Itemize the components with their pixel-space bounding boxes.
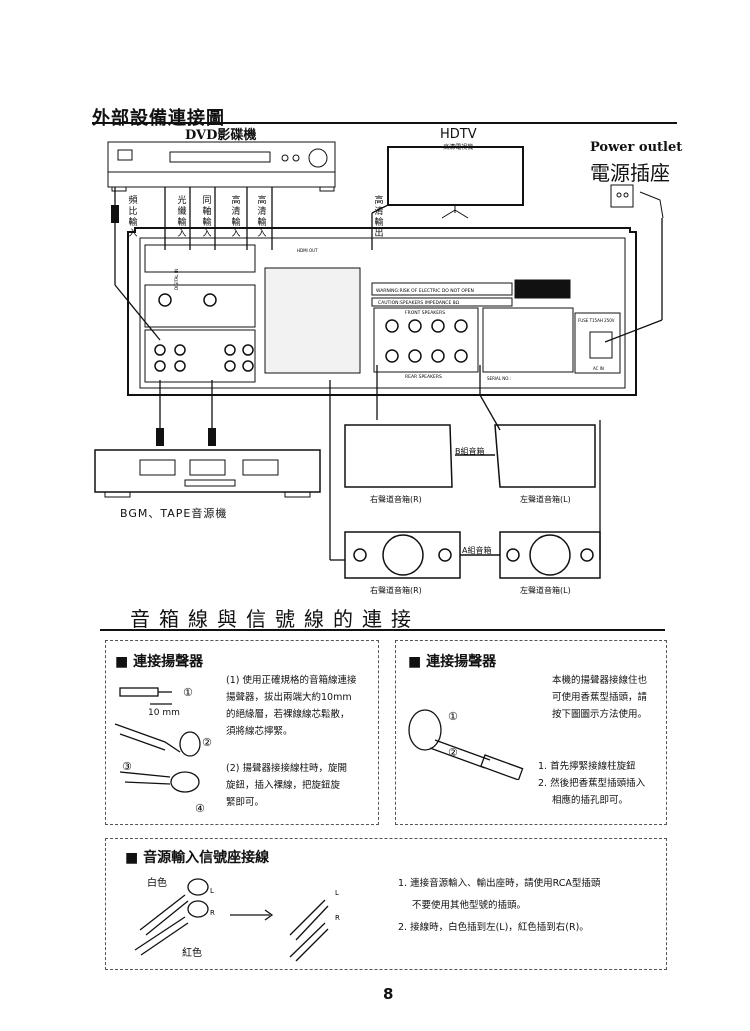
box1-illustration: ① ② ③ ④ (114, 686, 212, 815)
box2-intro-line: 可使用香蕉型插頭，請 (552, 692, 648, 703)
title-rule (92, 122, 677, 124)
page-number: 8 (383, 985, 394, 1003)
box3-step-line: 1. 連接音源輸入、輸出座時，請使用RCA型插頭 (398, 878, 601, 889)
box1-step2-line: (2) 揚聲器接接線柱時，旋開 (226, 763, 347, 774)
banana-plug-box (395, 640, 667, 825)
dvd-player-illustration (107, 141, 336, 192)
panel-serial: SERIAL NO.: (487, 376, 511, 381)
a-group-label: A組音箱 (462, 546, 492, 555)
dvd-label: DVD影碟機 (185, 128, 257, 143)
white-label: 白色 (147, 878, 167, 889)
power-outlet-en: Power outlet (590, 140, 683, 155)
cable-label-4: 高清輸入 (231, 196, 241, 239)
mm-label: 10 mm (148, 708, 180, 718)
box3-heading: ■ 音源輸入信號座接線 (125, 850, 270, 866)
box1-step1-line: 須將線芯擰緊。 (226, 726, 293, 737)
tape-machine-illustration (94, 449, 321, 498)
svg-text:①: ① (183, 686, 193, 699)
svg-text:④: ④ (195, 802, 205, 815)
panel-fuse: FUSE T15AH 250V (578, 318, 615, 323)
box2-intro-line: 按下圖圖示方法使用。 (552, 709, 648, 720)
rca-input-box (105, 838, 667, 970)
cable-label-3: 同軸輸入 (202, 196, 212, 239)
panel-warning: WARNING:RISK OF ELECTRIC DO NOT OPEN (376, 288, 474, 294)
panel-rear: REAR SPEAKERS (405, 374, 442, 380)
box3-illustration: L R L R (134, 878, 340, 962)
speaker-terminals (154, 293, 468, 372)
b-right-caption: 右聲道音箱(R) (370, 495, 422, 504)
box1-heading: ■ 連接揚聲器 (115, 654, 204, 670)
a-left-caption: 左聲道音箱(L) (520, 586, 571, 595)
box2-illustration: ① ② (408, 709, 524, 780)
panel-hdmi: HDMI OUT (297, 248, 318, 253)
cable-plugs (111, 205, 216, 446)
svg-text:R: R (335, 914, 340, 922)
b-speakers-illustration (344, 424, 596, 488)
box1-step1-line: (1) 使用正確規格的音箱線連接 (226, 675, 357, 686)
svg-text:②: ② (448, 746, 458, 759)
box1-step1-line: 的絕緣層，若裸線線芯鬆散， (226, 709, 350, 720)
svg-text:①: ① (448, 710, 458, 723)
section2-rule (100, 629, 665, 631)
cable-label-2: 光纖輸入 (177, 196, 187, 239)
power-outlet-zh: 電源插座 (590, 161, 670, 185)
box2-intro: 本機的揚聲器接線住也 可使用香蕉型插頭，請 按下圖圖示方法使用。 (552, 672, 647, 723)
a-speakers-illustration (344, 531, 601, 579)
box2-step-line: 1. 首先擰緊接線柱旋鈕 (538, 761, 636, 772)
box2-intro-line: 本機的揚聲器接線住也 (552, 675, 648, 686)
section2-title: 音箱線與信號線的連接 (130, 607, 420, 631)
panel-caution: CAUTION:SPEAKERS IMPEDANCE 8Ω (378, 300, 460, 306)
power-outlet-illustration (610, 184, 664, 219)
amplifier-rear-panel (127, 227, 637, 396)
svg-text:L: L (335, 889, 339, 897)
box1-step1: (1) 使用正確規格的音箱線連接 揚聲器，拔出兩端大約10mm 的絕緣層，若裸線… (226, 672, 356, 740)
a-right-caption: 右聲道音箱(R) (370, 586, 422, 595)
box2-step-line: 2. 然後把香蕉型插頭插入 (538, 778, 646, 789)
b-group-label: B組音箱 (455, 447, 485, 456)
cable-label-5: 高清輸入 (257, 196, 267, 239)
svg-text:②: ② (202, 736, 212, 749)
box1-step1-line: 揚聲器，拔出兩端大約10mm (226, 692, 352, 703)
box3-step-line: 不要使用其他型號的插頭。 (412, 900, 527, 911)
box1-step2-line: 旋鈕，插入裸線，把旋鈕旋 (226, 780, 341, 791)
box3-step-line: 2. 接線時，白色插到左(L)，紅色插到右(R)。 (398, 922, 589, 933)
box1-step2: (2) 揚聲器接接線柱時，旋開 旋鈕，插入裸線，把旋鈕旋 緊即可。 (226, 760, 347, 811)
cable-lines (114, 187, 663, 561)
hdtv-cable-label: 高清輸出 (374, 196, 384, 239)
speaker-wire-box (105, 640, 379, 825)
svg-text:③: ③ (122, 760, 132, 773)
red-label: 紅色 (182, 948, 202, 959)
cable-label-1: 頻比輸入 (128, 196, 138, 239)
bgm-label: BGM、TAPE音源機 (120, 507, 228, 520)
box2-steps: 1. 首先擰緊接線柱旋鈕 2. 然後把香蕉型插頭插入 相應的插孔即可。 (538, 758, 645, 809)
panel-front: FRONT SPEAKERS (405, 310, 445, 316)
panel-digital: DIGITAL IN (174, 269, 179, 290)
box3-steps: 1. 連接音源輸入、輸出座時，請使用RCA型插頭 不要使用其他型號的插頭。 2.… (398, 873, 600, 939)
hdtv-illustration (387, 146, 524, 219)
svg-text:R: R (210, 909, 215, 917)
box1-step2-line: 緊即可。 (226, 797, 265, 808)
panel-ac: AC IN (593, 366, 604, 371)
b-left-caption: 左聲道音箱(L) (520, 495, 571, 504)
connection-diagram: WARNING:RISK OF ELECTRIC DO NOT OPEN CAU… (94, 141, 664, 579)
svg-text:L: L (210, 887, 214, 895)
box2-step-line: 相應的插孔即可。 (552, 795, 629, 806)
box2-heading: ■ 連接揚聲器 (408, 654, 497, 670)
